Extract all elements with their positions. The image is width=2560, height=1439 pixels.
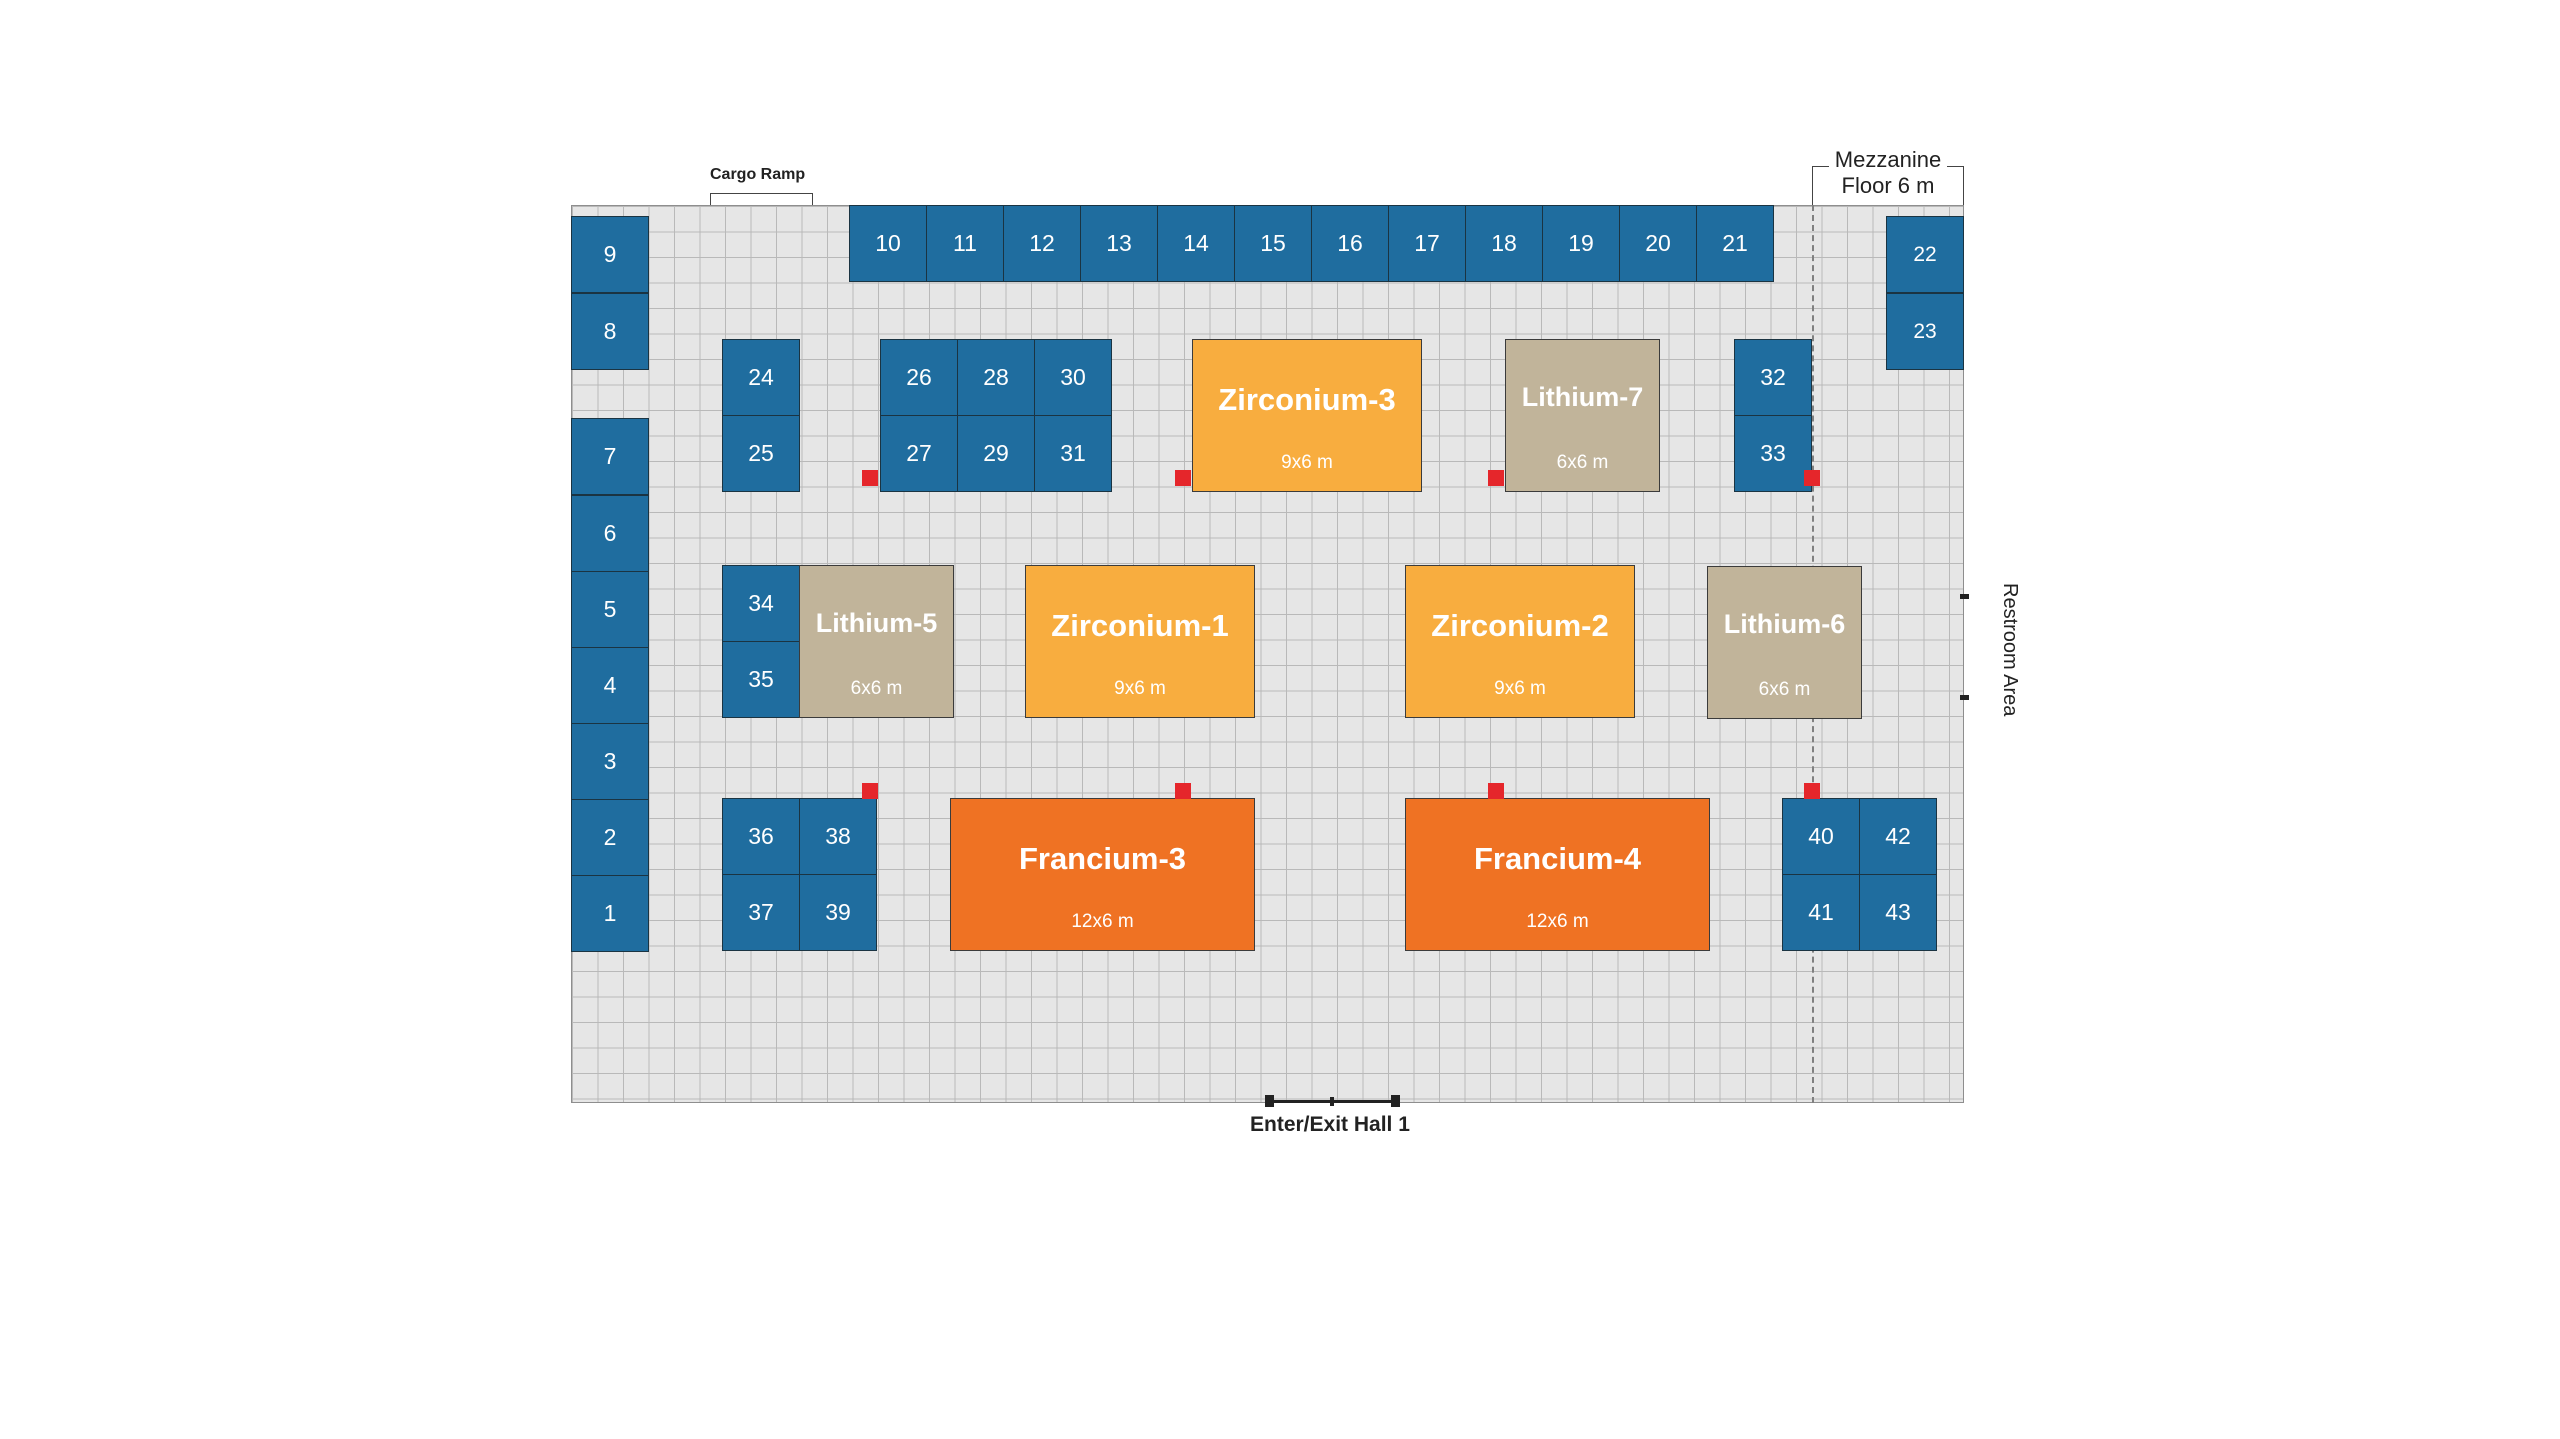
pillar-marker (1488, 783, 1504, 799)
booth-39[interactable]: 39 (799, 874, 877, 951)
pavilion-size: 6x6 m (850, 678, 903, 700)
pillar-marker (862, 470, 878, 486)
booth-43[interactable]: 43 (1859, 874, 1937, 951)
cargo-ramp-label: Cargo Ramp (710, 166, 806, 183)
booth-23[interactable]: 23 (1886, 293, 1964, 370)
pavilion-zirconium-2[interactable]: Zirconium-2 9x6 m (1405, 565, 1635, 718)
booth-15[interactable]: 15 (1234, 205, 1312, 282)
booth-14[interactable]: 14 (1157, 205, 1235, 282)
booth-1[interactable]: 1 (571, 875, 649, 952)
booth-28[interactable]: 28 (957, 339, 1035, 416)
booth-36[interactable]: 36 (722, 798, 800, 875)
pavilion-francium-4[interactable]: Francium-4 12x6 m (1405, 798, 1710, 951)
booth-3[interactable]: 3 (571, 723, 649, 800)
booth-17[interactable]: 17 (1388, 205, 1466, 282)
pillar-marker (1488, 470, 1504, 486)
booth-33[interactable]: 33 (1734, 415, 1812, 492)
booth-27[interactable]: 27 (880, 415, 958, 492)
pillar-marker (1804, 783, 1820, 799)
booth-40[interactable]: 40 (1782, 798, 1860, 875)
pavilion-lithium-5[interactable]: Lithium-5 6x6 m (799, 565, 954, 718)
pavilion-lithium-7[interactable]: Lithium-7 6x6 m (1505, 339, 1660, 492)
booth-5[interactable]: 5 (571, 571, 649, 648)
mezzanine-label-line2: Floor 6 m (1841, 173, 1935, 198)
pavilion-size: 6x6 m (1758, 679, 1811, 701)
pavilion-name: Lithium-6 (1723, 609, 1846, 640)
booth-8[interactable]: 8 (571, 293, 649, 370)
booth-26[interactable]: 26 (880, 339, 958, 416)
pavilion-name: Francium-3 (1018, 841, 1187, 877)
pillar-marker (1804, 470, 1820, 486)
booth-10[interactable]: 10 (849, 205, 927, 282)
pavilion-name: Francium-4 (1473, 841, 1642, 877)
booth-6[interactable]: 6 (571, 495, 649, 572)
booth-22[interactable]: 22 (1886, 216, 1964, 293)
entrance-door-right-post (1391, 1095, 1400, 1107)
pavilion-size: 9x6 m (1494, 678, 1546, 700)
booth-20[interactable]: 20 (1619, 205, 1697, 282)
booth-2[interactable]: 2 (571, 799, 649, 876)
entrance-label: Enter/Exit Hall 1 (1250, 1113, 1410, 1136)
pavilion-size: 6x6 m (1556, 452, 1609, 474)
booth-18[interactable]: 18 (1465, 205, 1543, 282)
booth-35[interactable]: 35 (722, 641, 800, 718)
booth-16[interactable]: 16 (1311, 205, 1389, 282)
pavilion-size: 12x6 m (1526, 911, 1589, 933)
booth-25[interactable]: 25 (722, 415, 800, 492)
restroom-area-label: Restroom Area (1999, 583, 2021, 717)
entrance-door-left-post (1265, 1095, 1274, 1107)
booth-19[interactable]: 19 (1542, 205, 1620, 282)
pillar-marker (1175, 470, 1191, 486)
pavilion-name: Lithium-5 (815, 608, 938, 639)
entrance-door-middle-post (1330, 1097, 1334, 1106)
pavilion-size: 9x6 m (1281, 452, 1333, 474)
pavilion-name: Zirconium-3 (1218, 382, 1396, 418)
booth-41[interactable]: 41 (1782, 874, 1860, 951)
pavilion-size: 12x6 m (1071, 911, 1134, 933)
pavilion-name: Zirconium-1 (1051, 608, 1229, 644)
booth-42[interactable]: 42 (1859, 798, 1937, 875)
pavilion-zirconium-3[interactable]: Zirconium-3 9x6 m (1192, 339, 1422, 492)
restroom-door-mark-bottom (1960, 695, 1969, 700)
booth-38[interactable]: 38 (799, 798, 877, 875)
pavilion-francium-3[interactable]: Francium-3 12x6 m (950, 798, 1255, 951)
pillar-marker (1175, 783, 1191, 799)
pavilion-name: Lithium-7 (1521, 382, 1644, 413)
cargo-ramp-bracket (710, 193, 813, 205)
booth-11[interactable]: 11 (926, 205, 1004, 282)
booth-37[interactable]: 37 (722, 874, 800, 951)
mezzanine-label: Mezzanine Floor 6 m (1812, 147, 1964, 199)
booth-31[interactable]: 31 (1034, 415, 1112, 492)
booth-34[interactable]: 34 (722, 565, 800, 642)
booth-12[interactable]: 12 (1003, 205, 1081, 282)
booth-32[interactable]: 32 (1734, 339, 1812, 416)
booth-29[interactable]: 29 (957, 415, 1035, 492)
booth-30[interactable]: 30 (1034, 339, 1112, 416)
booth-9[interactable]: 9 (571, 216, 649, 293)
pavilion-lithium-6[interactable]: Lithium-6 6x6 m (1707, 566, 1862, 719)
booth-13[interactable]: 13 (1080, 205, 1158, 282)
restroom-door-mark-top (1960, 594, 1969, 599)
pavilion-name: Zirconium-2 (1431, 608, 1609, 644)
booth-24[interactable]: 24 (722, 339, 800, 416)
pillar-marker (862, 783, 878, 799)
booth-7[interactable]: 7 (571, 418, 649, 495)
pavilion-zirconium-1[interactable]: Zirconium-1 9x6 m (1025, 565, 1255, 718)
mezzanine-label-line1: Mezzanine (1828, 147, 1948, 173)
booth-21[interactable]: 21 (1696, 205, 1774, 282)
pavilion-size: 9x6 m (1114, 678, 1166, 700)
booth-4[interactable]: 4 (571, 647, 649, 724)
